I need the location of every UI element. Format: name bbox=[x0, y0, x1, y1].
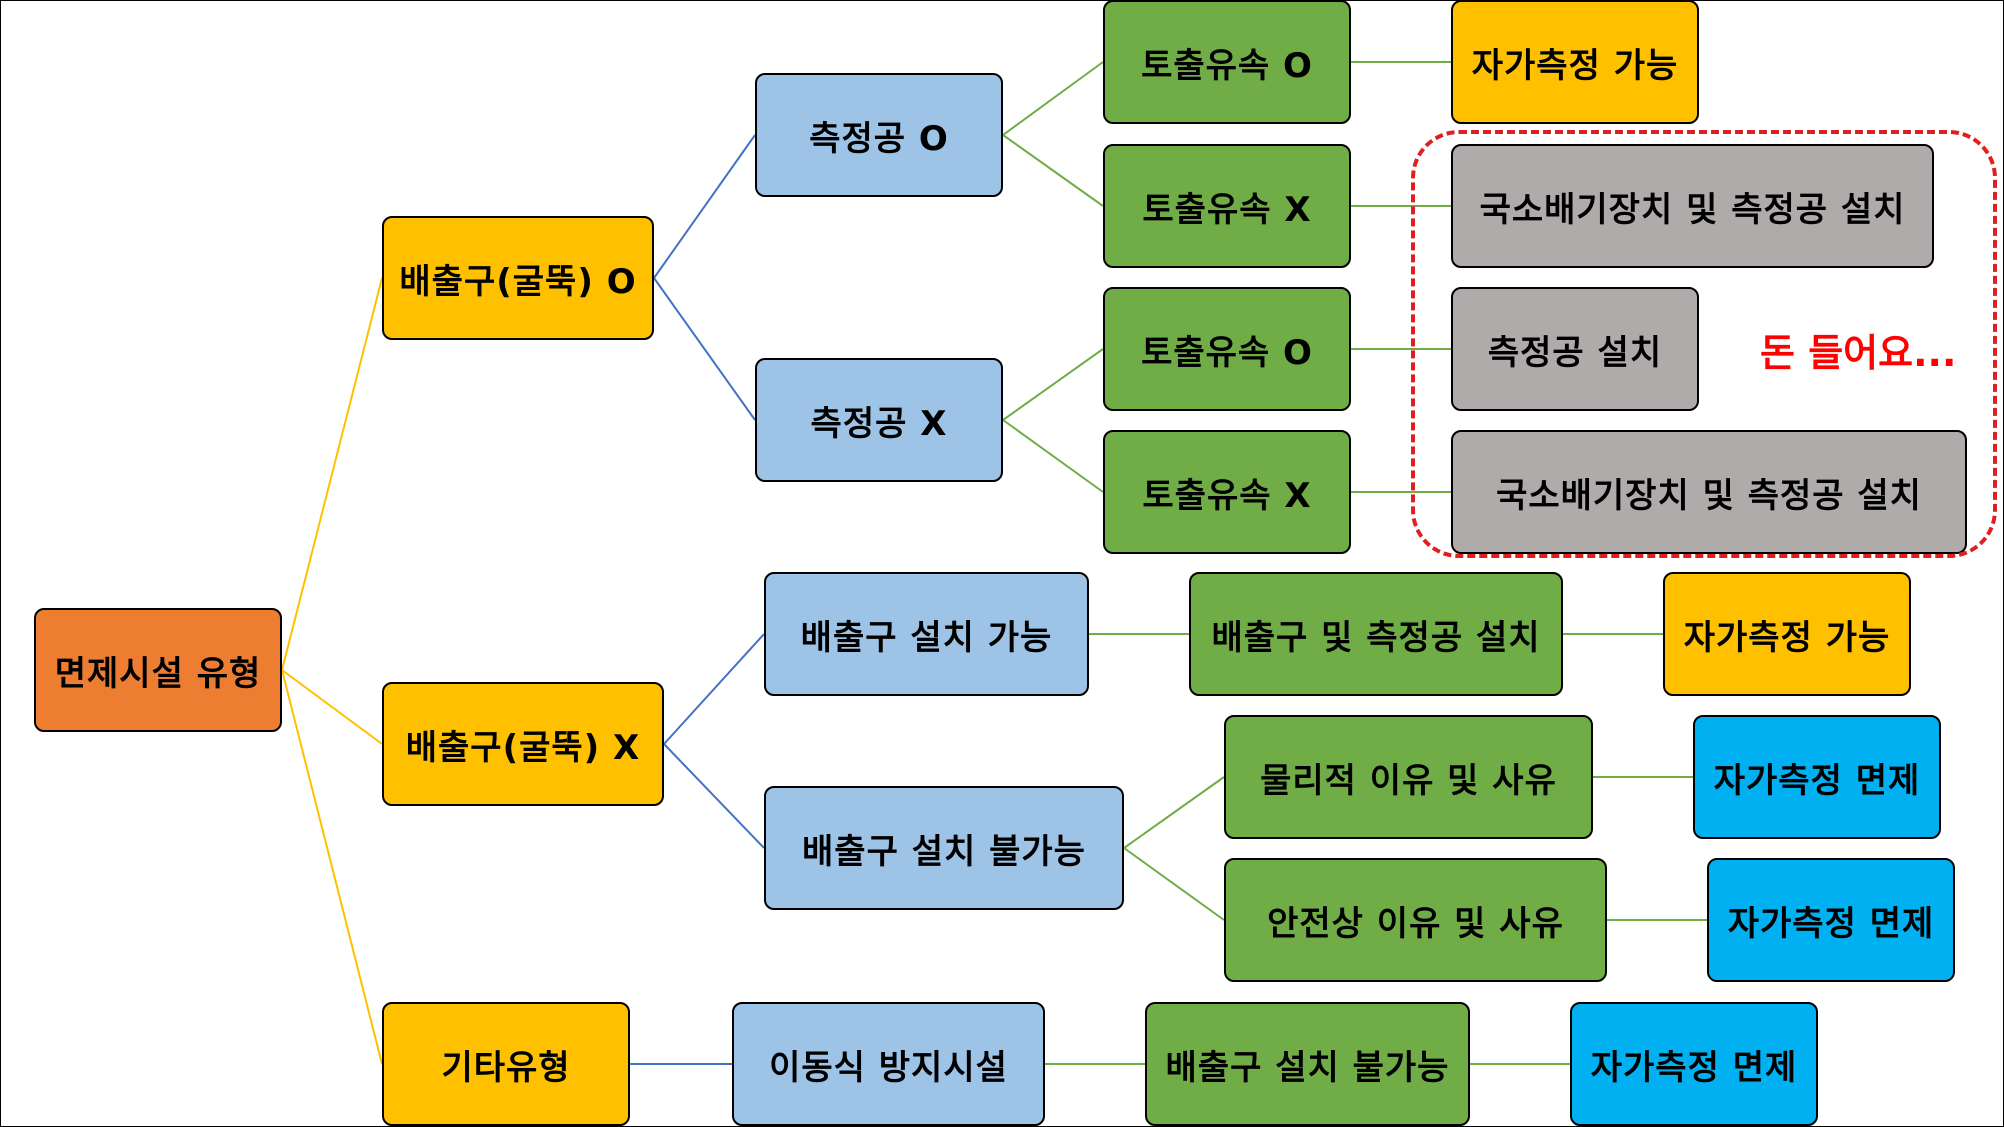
outlet-o-node: 배출구(굴뚝) O bbox=[382, 216, 654, 340]
mobile-facility-node: 이동식 방지시설 bbox=[732, 1002, 1045, 1126]
outlet-port-install-node: 배출구 및 측정공 설치 bbox=[1189, 572, 1563, 696]
result-exempt-physical: 자가측정 면제 bbox=[1693, 715, 1941, 839]
root-node: 면제시설 유형 bbox=[34, 608, 282, 732]
result-local-exhaust-install-2: 국소배기장치 및 측정공 설치 bbox=[1451, 430, 1967, 554]
outlet-possible-node: 배출구 설치 가능 bbox=[764, 572, 1089, 696]
outlet-x-node: 배출구(굴뚝) X bbox=[382, 682, 664, 806]
physical-reason-node: 물리적 이유 및 사유 bbox=[1224, 715, 1593, 839]
other-impossible-node: 배출구 설치 불가능 bbox=[1145, 1002, 1470, 1126]
link-port-o-vel-o bbox=[1002, 61, 1104, 136]
link-root-outlet-x bbox=[281, 669, 383, 745]
outlet-impossible-node: 배출구 설치 불가능 bbox=[764, 786, 1124, 910]
link-port-x-vel-o bbox=[1002, 348, 1104, 421]
link-outlet-o-port-o bbox=[653, 134, 756, 279]
result-exempt-other: 자가측정 면제 bbox=[1570, 1002, 1818, 1126]
cost-highlight-box bbox=[1411, 130, 1997, 558]
link-root-other bbox=[281, 669, 383, 1065]
cost-note: 돈 들어요... bbox=[1760, 331, 1957, 375]
port-x-velocity-x-node: 토출유속 X bbox=[1103, 430, 1351, 554]
link-outlet-x-possible bbox=[663, 633, 765, 745]
result-self-measure-possible-1: 자가측정 가능 bbox=[1451, 0, 1699, 124]
port-x-node: 측정공 X bbox=[755, 358, 1003, 482]
link-port-x-vel-x bbox=[1002, 419, 1104, 493]
link-outlet-o-port-x bbox=[653, 277, 756, 421]
port-o-velocity-o-node: 토출유속 O bbox=[1103, 0, 1351, 124]
port-x-velocity-o-node: 토출유속 O bbox=[1103, 287, 1351, 411]
link-impossible-safety bbox=[1123, 847, 1225, 921]
link-impossible-physical bbox=[1123, 776, 1225, 849]
link-port-o-vel-x bbox=[1002, 134, 1104, 207]
link-root-outlet-o bbox=[281, 277, 383, 671]
result-port-install: 측정공 설치 bbox=[1451, 287, 1699, 411]
port-o-velocity-x-node: 토출유속 X bbox=[1103, 144, 1351, 268]
port-o-node: 측정공 O bbox=[755, 73, 1003, 197]
link-outlet-x-impossible bbox=[663, 743, 765, 849]
result-self-measure-possible-2: 자가측정 가능 bbox=[1663, 572, 1911, 696]
result-local-exhaust-install-1: 국소배기장치 및 측정공 설치 bbox=[1451, 144, 1934, 268]
safety-reason-node: 안전상 이유 및 사유 bbox=[1224, 858, 1607, 982]
other-type-node: 기타유형 bbox=[382, 1002, 630, 1126]
result-exempt-safety: 자가측정 면제 bbox=[1707, 858, 1955, 982]
